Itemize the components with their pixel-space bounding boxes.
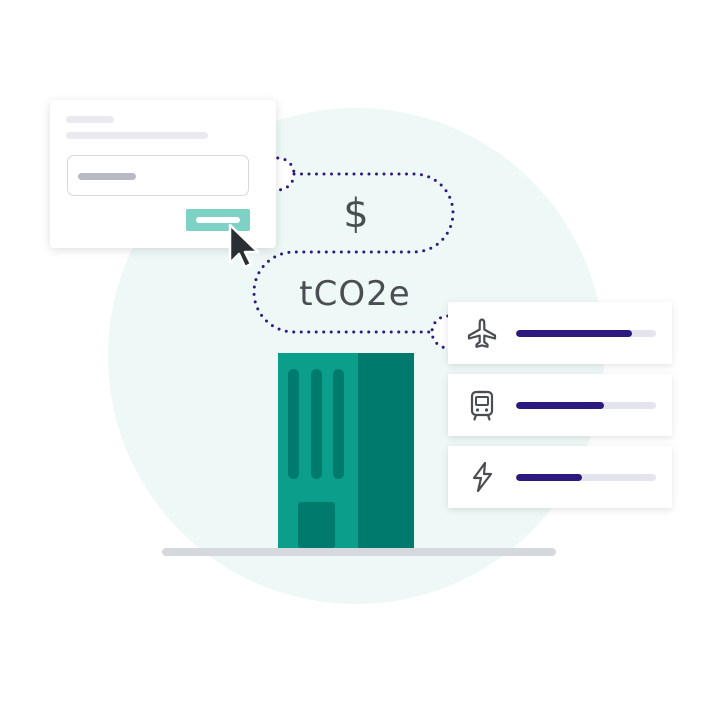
dotted-flow-path	[252, 172, 455, 334]
progress-fill	[516, 474, 582, 481]
progress-track	[516, 402, 656, 409]
airplane-icon	[467, 318, 497, 348]
submit-button-label-bar	[196, 217, 240, 223]
category-card-energy	[448, 446, 672, 508]
progress-fill	[516, 402, 605, 409]
amount-input[interactable]	[67, 155, 249, 196]
train-icon	[470, 390, 494, 421]
progress-track	[516, 330, 656, 337]
emissions-unit-label: tCO2e	[299, 274, 411, 314]
form-title-placeholder	[66, 116, 114, 123]
input-placeholder-bar	[78, 173, 136, 180]
currency-symbol: $	[343, 191, 369, 237]
progress-fill	[516, 330, 633, 337]
form-subtitle-placeholder	[66, 132, 208, 139]
submit-button[interactable]	[186, 209, 250, 231]
category-card-rail-travel	[448, 374, 672, 436]
form-card	[50, 100, 276, 248]
building-icon	[278, 353, 414, 548]
lightning-icon	[472, 461, 493, 493]
mouse-cursor-icon	[228, 223, 260, 269]
category-card-air-travel	[448, 302, 672, 364]
progress-track	[516, 474, 656, 481]
